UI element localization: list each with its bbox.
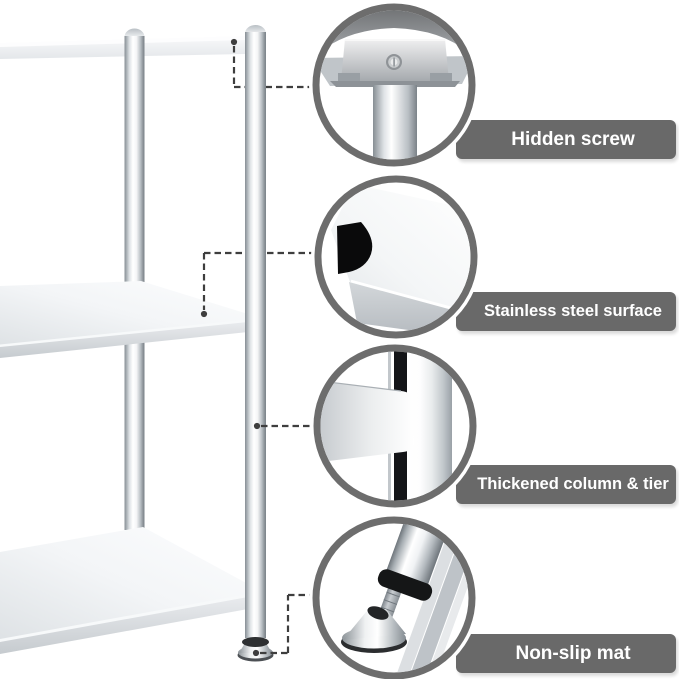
top-shelf [0, 36, 245, 59]
middle-shelf [0, 281, 248, 358]
callout-label-text: Stainless steel surface [484, 302, 662, 320]
front-column [245, 25, 266, 638]
callout-label-non-slip-mat: Non-slip mat [456, 634, 676, 673]
leader-line-thickened-column [253, 422, 315, 430]
callout-label-text: Thickened column & tier [477, 475, 669, 493]
callout-label-text: Hidden screw [511, 128, 635, 150]
leveling-foot [237, 637, 274, 662]
callout-label-thickened-column-tier: Thickened column & tier [456, 465, 676, 504]
callout-label-hidden-screw: Hidden screw [456, 120, 676, 159]
bottom-shelf [0, 527, 248, 654]
back-column [124, 28, 145, 530]
callout-label-stainless-steel-surface: Stainless steel surface [456, 292, 676, 331]
callout-label-text: Non-slip mat [515, 642, 631, 664]
